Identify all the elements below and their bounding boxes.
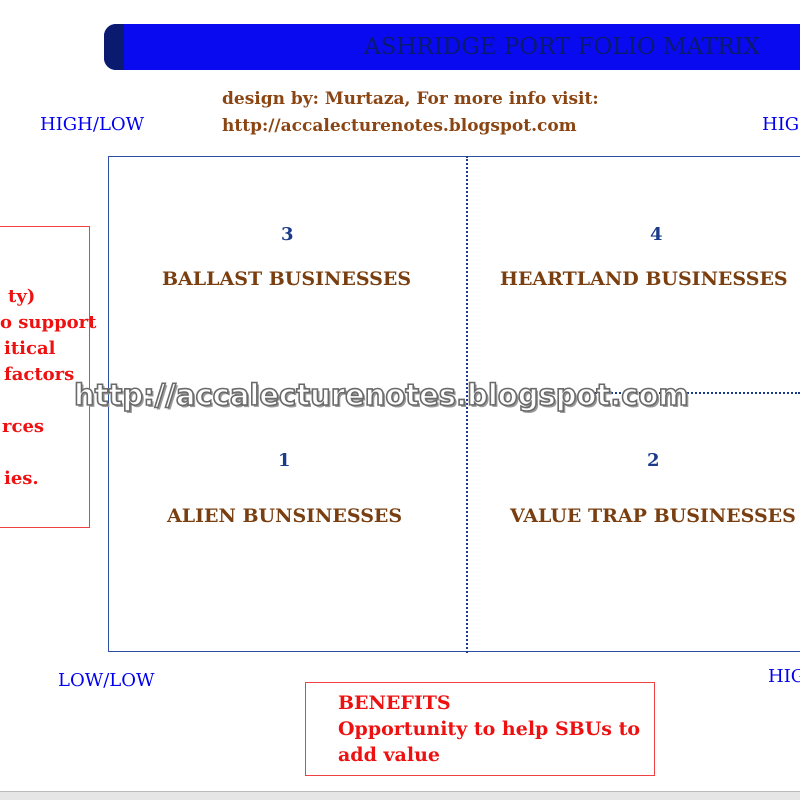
quadrant-label-value-trap: VALUE TRAP BUSINESSES [510, 505, 796, 527]
quadrant-label-alien: ALIEN BUNSINESSES [167, 505, 403, 527]
corner-label-bottom-right: HIG [768, 666, 800, 687]
left-note-line: ty) [8, 286, 36, 307]
matrix-horizontal-divider [580, 392, 800, 394]
quadrant-number-ballast: 3 [281, 224, 294, 245]
quadrant-number-value-trap: 2 [647, 450, 660, 471]
corner-label-top-left: HIGH/LOW [40, 114, 145, 135]
title-bar: ASHRIDGE PORT FOLIO MATRIX [104, 24, 800, 70]
credit-link[interactable]: http://accalecturenotes.blogspot.com [222, 116, 577, 136]
benefits-box [305, 682, 655, 776]
left-note-line: itical [4, 338, 56, 359]
watermark: http://accalecturenotes.blogspot.com [73, 377, 689, 413]
corner-label-bottom-left: LOW/LOW [58, 670, 155, 691]
corner-label-top-right: HIG [762, 114, 800, 135]
left-note-line: o support [0, 312, 97, 333]
quadrant-label-ballast: BALLAST BUSINESSES [162, 268, 412, 290]
quadrant-number-heartland: 4 [650, 224, 663, 245]
quadrant-number-alien: 1 [278, 450, 291, 471]
benefits-line-1: Opportunity to help SBUs to [338, 718, 641, 740]
page-title: ASHRIDGE PORT FOLIO MATRIX [364, 34, 760, 60]
left-note-line: rces [2, 416, 45, 437]
benefits-line-2: add value [338, 744, 440, 766]
left-note-line: factors [4, 364, 75, 385]
matrix-grid [108, 156, 800, 652]
bottom-border [0, 791, 800, 800]
matrix-vertical-divider [466, 156, 468, 653]
benefits-heading: BENEFITS [338, 692, 451, 714]
credit-block: design by: Murtaza, For more info visit:… [222, 86, 599, 140]
credit-line-1: design by: Murtaza, For more info visit: [222, 89, 599, 109]
left-note-box [0, 226, 90, 528]
quadrant-label-heartland: HEARTLAND BUSINESSES [500, 268, 788, 290]
left-note-line: ies. [4, 468, 39, 489]
